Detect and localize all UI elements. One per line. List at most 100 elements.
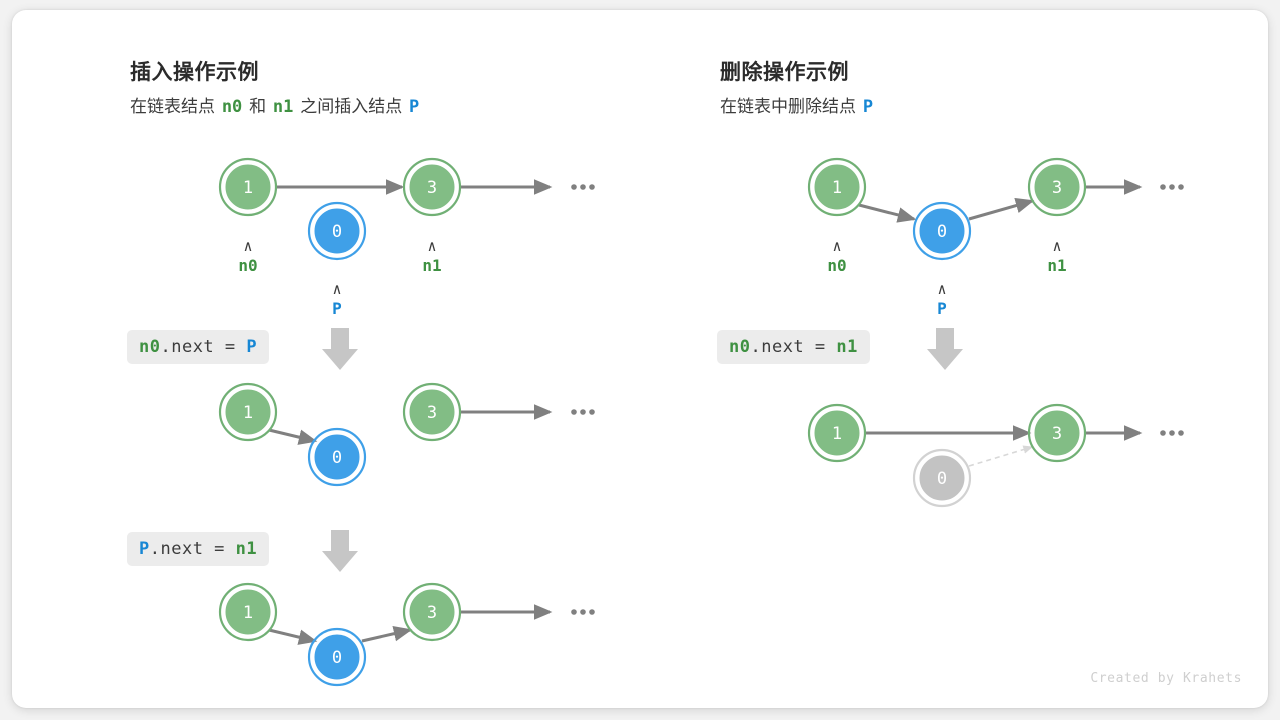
list-node-green: 3 <box>1027 403 1087 463</box>
pointer-caret-icon: ∧ <box>937 280 946 298</box>
insert-panel-subtitle: 在链表结点 n0 和 n1 之间插入结点 P <box>130 92 426 117</box>
node-value: 0 <box>937 222 947 242</box>
list-node-blue: 0 <box>307 427 367 487</box>
text-run-plain: 和 <box>249 97 267 116</box>
ellipsis-icon <box>571 609 595 615</box>
edge-arrow <box>858 203 917 223</box>
node-body <box>223 162 273 212</box>
node-outer-ring <box>218 582 278 642</box>
node-body <box>223 387 273 437</box>
node-body <box>407 387 457 437</box>
list-node-green: 1 <box>807 157 867 217</box>
node-value: 1 <box>243 178 253 198</box>
list-node-green: 1 <box>218 582 278 642</box>
node-body <box>917 453 967 503</box>
insert-step-2-code: P.next = n1 <box>127 532 270 566</box>
step-down-arrow-insert-1 <box>322 530 358 572</box>
node-outer-ring <box>402 382 462 442</box>
credit-text: Created by Krahets <box>1090 671 1242 686</box>
list-node-blue: 0 <box>912 201 972 261</box>
node-value: 3 <box>1052 424 1062 444</box>
text-run-green: n0 <box>221 97 243 117</box>
pointer-label: n0 <box>238 256 257 275</box>
pointer-caret-icon: ∧ <box>1052 237 1061 255</box>
edge-arrow <box>968 445 1034 467</box>
pointer-caret-icon: ∧ <box>832 237 841 255</box>
insert-panel-title: 插入操作示例 <box>130 61 259 84</box>
list-node-green: 1 <box>807 403 867 463</box>
node-outer-ring <box>912 448 972 508</box>
code-token-plain: .next = <box>750 337 837 357</box>
edge-arrow <box>361 626 413 643</box>
node-body <box>312 432 362 482</box>
node-outer-ring <box>1027 157 1087 217</box>
ellipsis-icon <box>1160 184 1184 190</box>
list-node-green: 1 <box>218 157 278 217</box>
node-value: 3 <box>1052 178 1062 198</box>
code-token-plain: .next = <box>149 539 236 559</box>
node-body <box>917 206 967 256</box>
list-node-green: 3 <box>1027 157 1087 217</box>
insert-step-1-code: n0.next = P <box>127 330 270 364</box>
pointer-caret-icon: ∧ <box>427 237 436 255</box>
pointer-label: P <box>332 299 342 318</box>
list-node-blue: 0 <box>307 627 367 687</box>
text-run-blue: P <box>862 97 874 117</box>
list-node-green: 1 <box>218 382 278 442</box>
node-outer-ring <box>307 201 367 261</box>
edge-arrow <box>268 628 318 645</box>
pointer-label: n1 <box>1047 256 1066 275</box>
node-outer-ring <box>307 427 367 487</box>
node-outer-ring <box>1027 403 1087 463</box>
ellipsis-icon <box>1160 430 1184 436</box>
node-value: 1 <box>243 403 253 423</box>
list-node-green: 3 <box>402 582 462 642</box>
list-node-green: 3 <box>402 382 462 442</box>
text-run-plain: 在链表结点 <box>130 97 215 116</box>
code-token-plain: .next = <box>160 337 247 357</box>
text-run-blue: P <box>409 97 420 117</box>
node-body <box>1032 162 1082 212</box>
node-value: 0 <box>332 448 342 468</box>
node-outer-ring <box>807 157 867 217</box>
node-outer-ring <box>402 582 462 642</box>
node-body <box>812 408 862 458</box>
ellipsis-icon <box>571 184 595 190</box>
code-token-blue: P <box>246 337 258 357</box>
node-body <box>812 162 862 212</box>
node-value: 3 <box>427 603 437 623</box>
delete-step-1-code: n0.next = n1 <box>717 330 870 364</box>
node-value: 1 <box>832 178 842 198</box>
node-value: 3 <box>427 178 437 198</box>
node-outer-ring <box>218 382 278 442</box>
node-outer-ring <box>307 627 367 687</box>
pointer-caret-icon: ∧ <box>332 280 341 298</box>
pointer-label: n1 <box>422 256 441 275</box>
node-outer-ring <box>807 403 867 463</box>
pointer-caret-icon: ∧ <box>243 237 252 255</box>
text-run-plain: 之间插入结点 <box>300 97 403 116</box>
delete-panel-subtitle: 在链表中删除结点 P <box>720 92 880 117</box>
node-value: 3 <box>427 403 437 423</box>
node-body <box>312 206 362 256</box>
code-token-green: n1 <box>235 539 258 559</box>
code-token-green: n0 <box>729 337 751 357</box>
node-value: 0 <box>332 222 342 242</box>
ellipsis-icon <box>571 409 595 415</box>
node-body <box>407 162 457 212</box>
node-value: 0 <box>937 469 947 489</box>
node-outer-ring <box>218 157 278 217</box>
list-node-green: 3 <box>402 157 462 217</box>
node-value: 1 <box>832 424 842 444</box>
text-run-green: n1 <box>272 97 294 117</box>
node-body <box>312 632 362 682</box>
node-body <box>407 587 457 637</box>
step-down-arrow-insert-0 <box>322 328 358 370</box>
code-token-green: n0 <box>139 337 161 357</box>
delete-panel-title: 删除操作示例 <box>720 61 849 84</box>
node-value: 0 <box>332 648 342 668</box>
step-down-arrow-delete-0 <box>927 328 963 370</box>
edge-arrow <box>968 197 1035 221</box>
node-body <box>1032 408 1082 458</box>
